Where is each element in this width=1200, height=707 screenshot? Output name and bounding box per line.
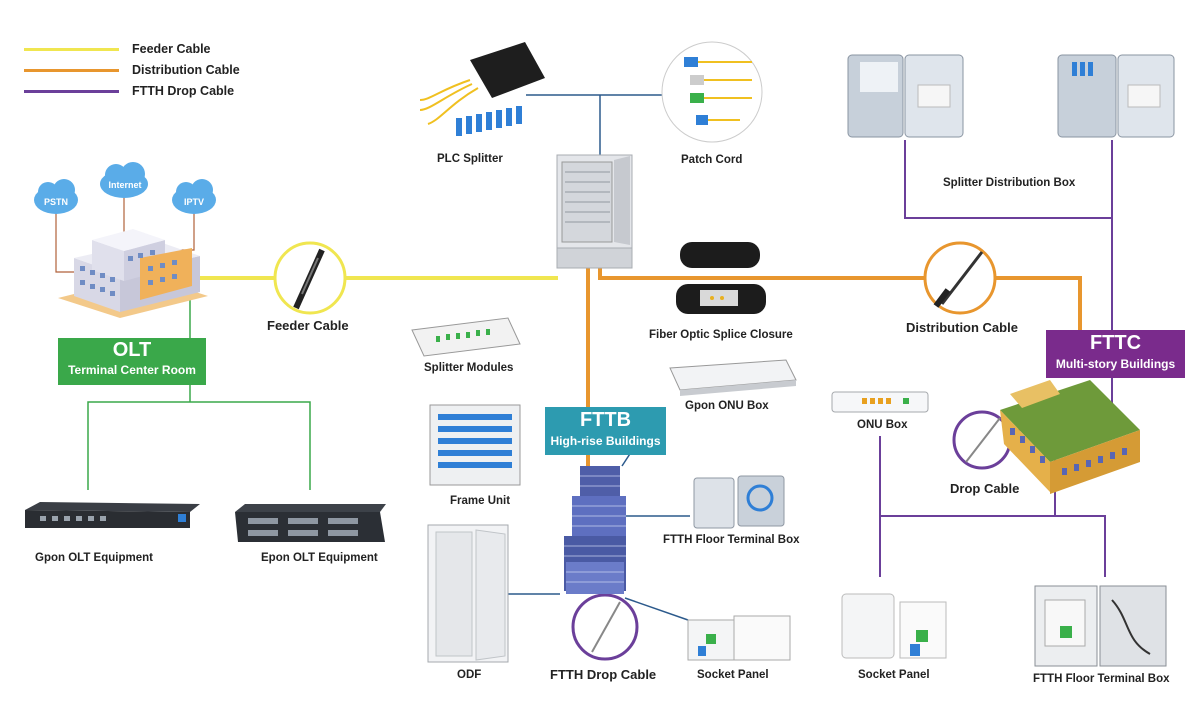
cloud-pstn: PSTN — [34, 179, 78, 214]
legend-distribution-line — [24, 69, 119, 72]
legend-drop-label: FTTH Drop Cable — [132, 84, 235, 98]
gpon-onu-box-icon — [669, 359, 797, 396]
distribution-cable-icon — [923, 241, 997, 315]
plc-splitter-icon — [419, 42, 545, 136]
epon-olt-equipment-icon — [235, 504, 386, 542]
label-gpon-onu-box: Gpon ONU Box — [685, 400, 769, 412]
cloud-internet: Internet — [100, 162, 148, 198]
label-feeder-cable: Feeder Cable — [267, 318, 349, 333]
label-odf: ODF — [457, 669, 482, 681]
splice-closure-open-icon — [676, 284, 766, 314]
multi-story-building-icon — [1000, 380, 1140, 494]
cloud-iptv: IPTV — [172, 179, 216, 214]
ftth-floor-terminal-box-right-icon — [1034, 585, 1167, 667]
legend-feeder-line — [24, 48, 119, 51]
label-plc-splitter: PLC Splitter — [437, 153, 503, 165]
splice-closure-top-icon — [680, 242, 760, 268]
splitter-modules-icon — [411, 317, 521, 357]
olt-banner: OLT Terminal Center Room — [58, 338, 206, 385]
fttc-banner: FTTC Multi-story Buildings — [1046, 330, 1185, 378]
olt-building-icon — [58, 229, 208, 318]
label-ftth-floor-terminal-box-mid: FTTH Floor Terminal Box — [663, 534, 800, 546]
label-ftth-drop-cable: FTTH Drop Cable — [550, 667, 657, 682]
odf-icon — [427, 524, 509, 663]
label-distribution-cable: Distribution Cable — [906, 320, 1018, 335]
olt-green-lines — [87, 300, 311, 490]
splitter-distribution-box-2-icon — [1057, 54, 1175, 138]
ftth-drop-cable-icon — [571, 593, 639, 661]
drop-cable-icon — [952, 410, 1012, 470]
fttb-banner-subtitle: High-rise Buildings — [550, 434, 661, 448]
legend-feeder-label: Feeder Cable — [132, 42, 211, 56]
label-frame-unit: Frame Unit — [450, 495, 511, 507]
cloud-internet-label: Internet — [108, 180, 141, 190]
street-cabinet-icon — [556, 154, 633, 269]
fttb-banner-title: FTTB — [579, 409, 632, 431]
high-rise-tower-icon — [564, 466, 626, 594]
fttc-banner-title: FTTC — [1089, 332, 1142, 354]
label-fiber-optic-splice-closure: Fiber Optic Splice Closure — [649, 329, 793, 341]
splitter-distribution-box-1-icon — [847, 54, 964, 138]
ftth-floor-terminal-box-mid-icon — [693, 475, 785, 529]
fttc-banner-subtitle: Multi-story Buildings — [1055, 357, 1176, 371]
legend-drop-line — [24, 90, 119, 93]
label-socket-panel-right: Socket Panel — [858, 669, 930, 681]
label-splitter-modules: Splitter Modules — [424, 362, 514, 374]
legend-distribution-label: Distribution Cable — [132, 63, 240, 77]
distribution-cable-lines — [586, 268, 1082, 470]
onu-box-icon — [831, 391, 929, 413]
label-splitter-distribution-box: Splitter Distribution Box — [943, 177, 1076, 189]
label-drop-cable: Drop Cable — [950, 481, 1020, 496]
label-patch-cord: Patch Cord — [681, 154, 743, 166]
olt-banner-subtitle: Terminal Center Room — [68, 363, 196, 377]
equipment-connectors — [508, 94, 690, 621]
fttb-banner: FTTB High-rise Buildings — [545, 407, 666, 455]
label-gpon-olt-equipment: Gpon OLT Equipment — [35, 552, 153, 564]
label-epon-olt-equipment: Epon OLT Equipment — [261, 552, 378, 564]
socket-panel-right-icon — [841, 593, 947, 659]
cloud-iptv-label: IPTV — [184, 197, 204, 207]
frame-unit-icon — [429, 404, 521, 486]
cloud-pstn-label: PSTN — [44, 197, 68, 207]
label-ftth-floor-terminal-box-right: FTTH Floor Terminal Box — [1033, 673, 1170, 685]
label-socket-panel-mid: Socket Panel — [697, 669, 769, 681]
socket-panel-mid-icon — [687, 615, 791, 661]
olt-banner-title: OLT — [112, 339, 152, 361]
gpon-olt-equipment-icon — [25, 502, 200, 528]
feeder-cable-icon — [273, 241, 347, 315]
label-onu-box: ONU Box — [857, 419, 908, 431]
patch-cord-icon — [661, 41, 763, 143]
